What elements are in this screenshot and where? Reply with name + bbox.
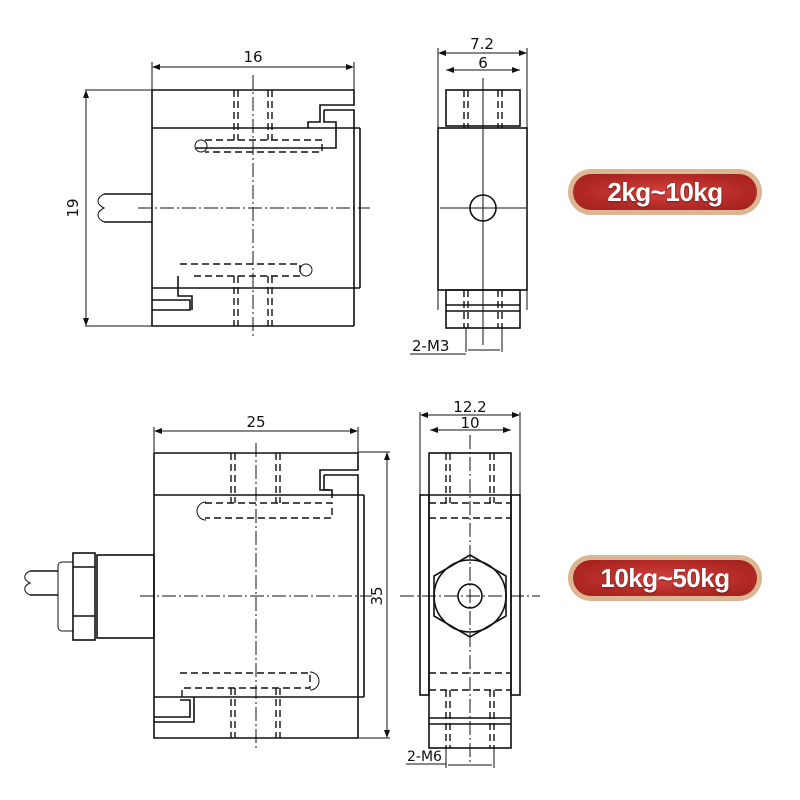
capacity-badge-large: 10kg~50kg xyxy=(568,555,762,601)
dim-width-16: 16 xyxy=(243,48,262,66)
dim-width-10: 10 xyxy=(460,414,479,432)
dim-width-6: 6 xyxy=(478,54,488,72)
dim-height-35: 35 xyxy=(368,586,386,605)
thread-label-m6: 2-M6 xyxy=(407,749,442,765)
thread-label-m3: 2-M3 xyxy=(412,337,449,355)
front-view-small: 16 19 xyxy=(64,48,370,338)
side-view-large: 12.2 10 2-M6 xyxy=(400,398,540,768)
dim-height-19: 19 xyxy=(64,198,82,217)
dim-width-25: 25 xyxy=(246,413,265,431)
dim-width-12-2: 12.2 xyxy=(453,398,486,416)
front-view-large: 25 35 xyxy=(24,413,390,750)
dim-width-7-2: 7.2 xyxy=(470,35,494,53)
side-view-small: 7.2 6 2-M3 xyxy=(410,35,528,355)
capacity-label-2-10kg: 2kg~10kg xyxy=(573,174,757,210)
capacity-badge-small: 2kg~10kg xyxy=(568,169,762,215)
capacity-label-10-50kg: 10kg~50kg xyxy=(573,560,757,596)
